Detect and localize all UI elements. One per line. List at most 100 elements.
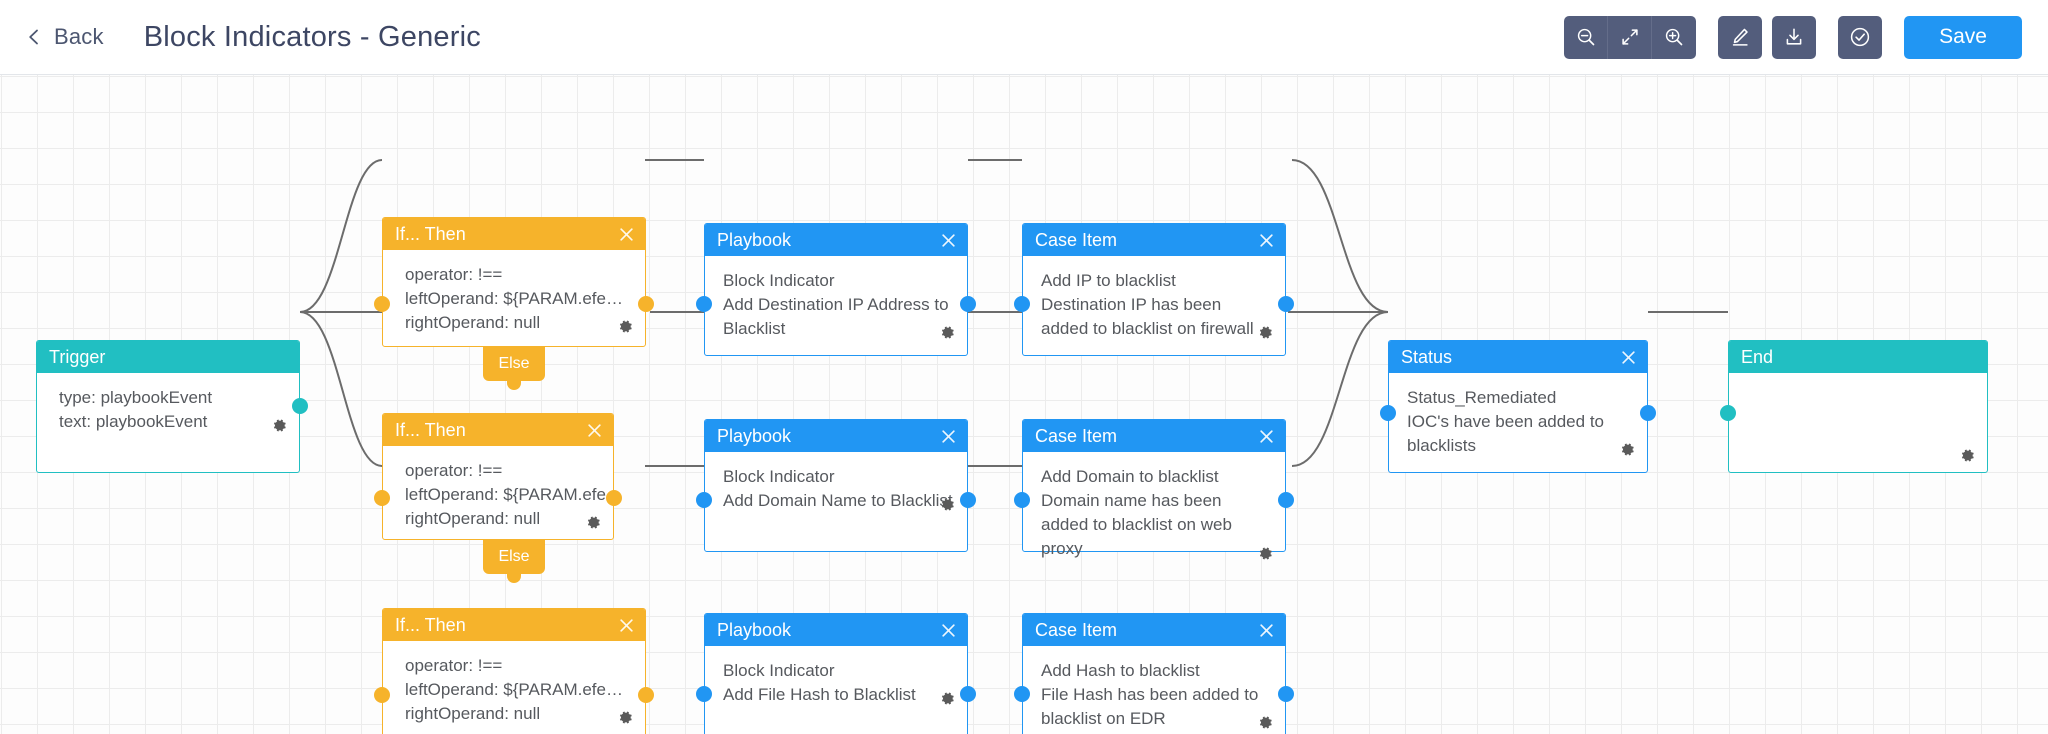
node-type-label: If... Then [395, 419, 466, 440]
port-in[interactable] [1380, 405, 1396, 421]
zoom-out-button[interactable] [1564, 15, 1608, 59]
close-icon[interactable] [940, 232, 957, 249]
port-out-then[interactable] [638, 687, 654, 703]
close-icon[interactable] [1258, 428, 1275, 445]
workflow-canvas[interactable]: Trigger type: playbookEvent text: playbo… [0, 75, 2048, 734]
node-type-label: If... Then [395, 223, 466, 244]
node-header: Case Item [1023, 614, 1285, 646]
edge-trigger-to-if-hash [299, 311, 383, 467]
node-text-line: Block Indicator [723, 271, 835, 290]
close-icon[interactable] [940, 622, 957, 639]
node-body: Add Hash to blacklist File Hash has been… [1023, 646, 1285, 734]
node-header: Playbook [705, 420, 967, 452]
node-case-item-ip[interactable]: Case Item Add IP to blacklist Destinatio… [1014, 223, 1294, 356]
else-tail-domain [507, 572, 521, 583]
port-in[interactable] [1014, 492, 1030, 508]
node-case-item-hash[interactable]: Case Item Add Hash to blacklist File Has… [1014, 613, 1294, 734]
gear-icon[interactable] [939, 496, 956, 513]
node-text-line: leftOperand: ${PARAM.efe… [405, 289, 623, 309]
gear-icon[interactable] [617, 709, 634, 726]
close-icon[interactable] [1258, 622, 1275, 639]
port-in[interactable] [374, 490, 390, 506]
port-in[interactable] [374, 296, 390, 312]
port-in[interactable] [696, 686, 712, 702]
port-out[interactable] [960, 686, 976, 702]
gear-icon[interactable] [271, 417, 288, 434]
close-icon[interactable] [1620, 349, 1637, 366]
close-icon[interactable] [618, 226, 635, 243]
edge-trigger-to-if-ip [299, 159, 383, 313]
node-if-then-hash[interactable]: If... Then operator: !== leftOperand: ${… [374, 608, 654, 734]
else-badge-domain[interactable]: Else [483, 540, 545, 574]
validate-button[interactable] [1838, 15, 1882, 59]
node-text-line: operator: !== [405, 265, 503, 284]
node-end[interactable]: End [1720, 340, 1988, 473]
node-status[interactable]: Status Status_Remediated IOC's have been… [1380, 340, 1656, 473]
port-out-then[interactable] [638, 296, 654, 312]
node-text-line: text: playbookEvent [59, 412, 208, 432]
save-button[interactable]: Save [1904, 15, 2022, 59]
node-body: type: playbookEvent text: playbookEvent [37, 373, 299, 442]
fit-screen-button[interactable] [1608, 15, 1652, 59]
port-out[interactable] [292, 398, 308, 414]
node-text-line: Add Domain to blacklist [1041, 467, 1219, 486]
node-text-line: Add Destination IP Address to Blacklist [723, 295, 949, 339]
port-in[interactable] [1014, 296, 1030, 312]
gear-icon[interactable] [1257, 324, 1274, 341]
port-out[interactable] [1640, 405, 1656, 421]
download-button[interactable] [1772, 15, 1816, 59]
page-title: Block Indicators - Generic [143, 20, 481, 53]
node-type-label: Playbook [717, 425, 792, 446]
back-button[interactable]: Back [26, 24, 104, 50]
close-icon[interactable] [586, 422, 603, 439]
node-playbook-domain[interactable]: Playbook Block Indicator Add Domain Name… [696, 419, 976, 552]
node-type-label: Case Item [1035, 619, 1118, 640]
port-in[interactable] [696, 296, 712, 312]
gear-icon[interactable] [617, 318, 634, 335]
port-out-then[interactable] [606, 490, 622, 506]
gear-icon[interactable] [585, 514, 602, 531]
gear-icon[interactable] [1959, 447, 1976, 464]
node-playbook-hash[interactable]: Playbook Block Indicator Add File Hash t… [696, 613, 976, 734]
node-text-line: Domain name has been added to blacklist … [1041, 491, 1232, 559]
else-label: Else [498, 355, 530, 372]
node-if-then-ip[interactable]: If... Then operator: !== leftOperand: ${… [374, 217, 654, 347]
gear-icon[interactable] [939, 324, 956, 341]
node-body: operator: !== leftOperand: ${PARAM.efe… … [383, 446, 623, 539]
port-out[interactable] [1278, 686, 1294, 702]
chevron-left-icon [29, 29, 38, 45]
port-out[interactable] [1278, 492, 1294, 508]
node-if-then-domain[interactable]: If... Then operator: !== leftOperand: ${… [374, 413, 623, 540]
port-in[interactable] [374, 687, 390, 703]
port-out[interactable] [1278, 296, 1294, 312]
edit-button[interactable] [1718, 15, 1762, 59]
port-in[interactable] [1720, 405, 1736, 421]
port-out[interactable] [960, 296, 976, 312]
close-icon[interactable] [618, 617, 635, 634]
gear-icon[interactable] [1619, 441, 1636, 458]
node-body [1729, 373, 1987, 472]
port-out[interactable] [960, 492, 976, 508]
gear-icon[interactable] [1257, 545, 1274, 562]
node-case-item-domain[interactable]: Case Item Add Domain to blacklist Domain… [1014, 419, 1294, 559]
else-badge-ip[interactable]: Else [483, 347, 545, 381]
node-body: Add Domain to blacklist Domain name has … [1023, 452, 1285, 570]
port-in[interactable] [1014, 686, 1030, 702]
gear-icon[interactable] [939, 690, 956, 707]
node-text-line: Destination IP has been added to blackli… [1041, 295, 1254, 339]
node-playbook-ip[interactable]: Playbook Block Indicator Add Destination… [696, 223, 976, 356]
port-in[interactable] [696, 492, 712, 508]
gear-icon[interactable] [1257, 714, 1274, 731]
node-text-line: rightOperand: null [405, 313, 541, 333]
node-text-line: Add IP to blacklist [1041, 271, 1176, 290]
node-type-label: Playbook [717, 619, 792, 640]
zoom-in-button[interactable] [1652, 15, 1696, 59]
node-text-line: type: playbookEvent [59, 388, 213, 407]
node-type-label: Case Item [1035, 229, 1118, 250]
node-body: Add IP to blacklist Destination IP has b… [1023, 256, 1285, 349]
node-trigger[interactable]: Trigger type: playbookEvent text: playbo… [36, 340, 308, 473]
close-icon[interactable] [940, 428, 957, 445]
close-icon[interactable] [1258, 232, 1275, 249]
node-header: End [1729, 341, 1987, 373]
edge-case-hash-to-status [1291, 311, 1389, 467]
